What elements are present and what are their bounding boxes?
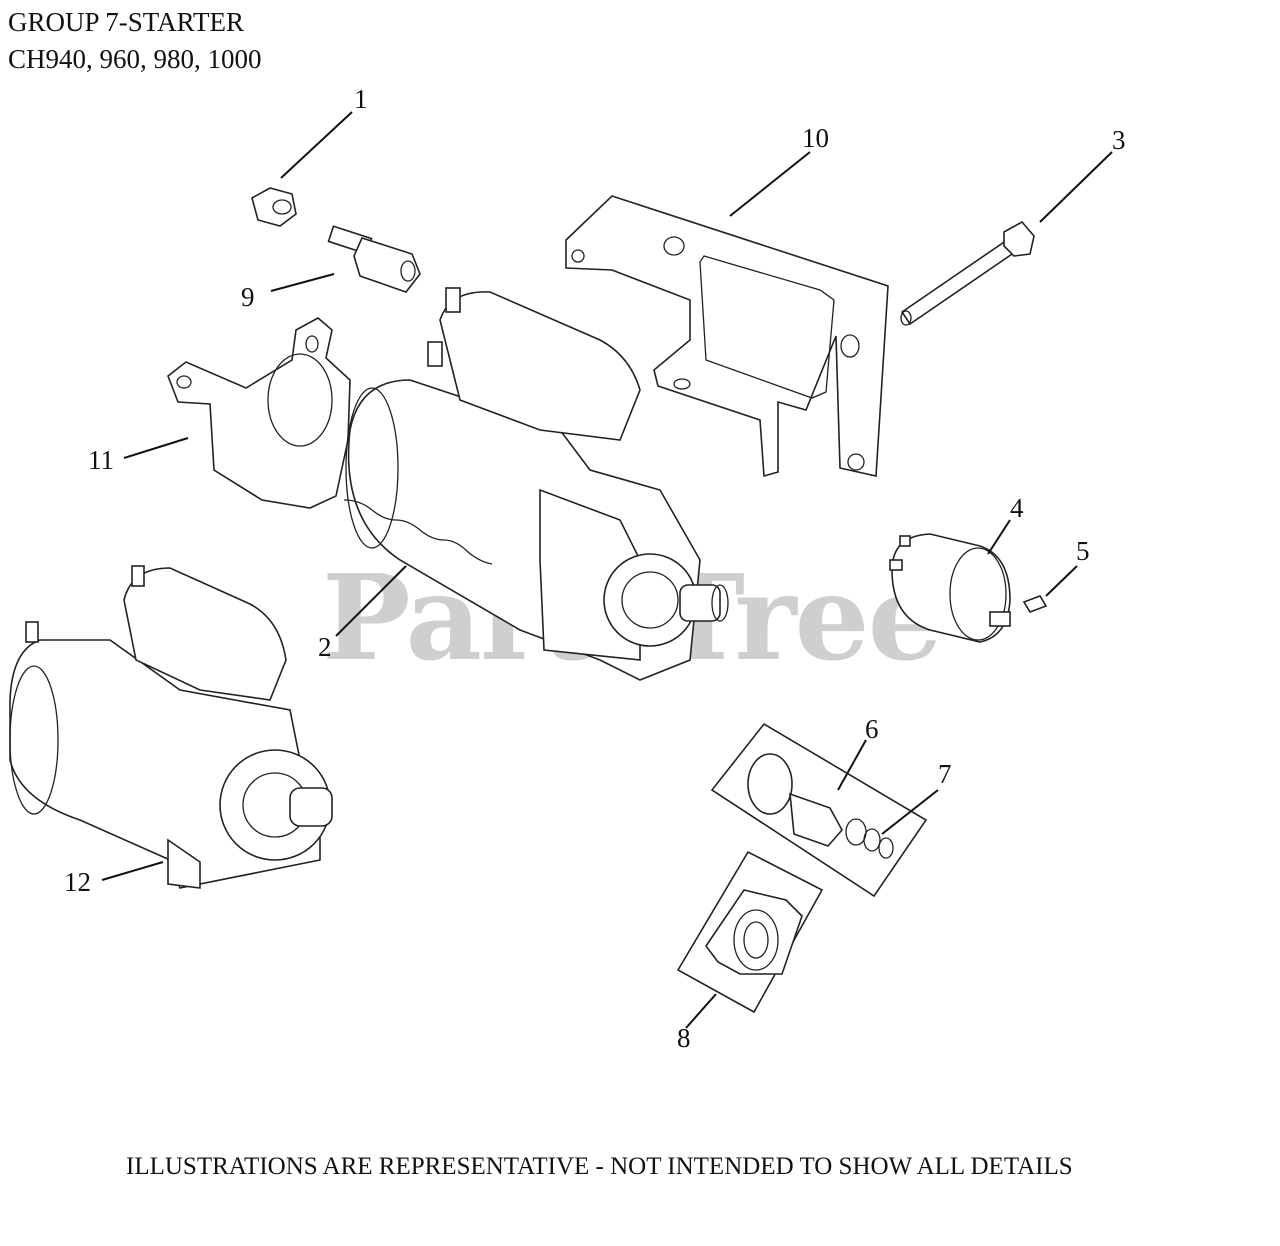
model-list: CH940, 960, 980, 1000 xyxy=(8,44,262,74)
part-8-gear-kit[interactable] xyxy=(676,850,824,1014)
part-5-pin[interactable] xyxy=(1022,595,1048,613)
part-12-starter-assembly[interactable] xyxy=(9,565,333,889)
callout-8[interactable]: 8 xyxy=(677,1023,691,1053)
callout-4[interactable]: 4 xyxy=(1010,493,1024,523)
callout-12[interactable]: 12 xyxy=(64,867,91,897)
part-11-plate[interactable] xyxy=(167,317,351,509)
part-3-bolt[interactable] xyxy=(900,220,1035,326)
diagram-title: GROUP 7-STARTER xyxy=(8,7,244,37)
callout-7[interactable]: 7 xyxy=(938,759,952,789)
callout-2[interactable]: 2 xyxy=(318,632,332,662)
callout-11[interactable]: 11 xyxy=(88,445,114,475)
callout-6[interactable]: 6 xyxy=(865,714,879,744)
part-6-drive-kit[interactable] xyxy=(710,722,928,898)
part-9-stud[interactable] xyxy=(327,225,421,293)
callout-1[interactable]: 1 xyxy=(354,84,368,114)
part-2-starter[interactable] xyxy=(343,287,729,681)
part-4-solenoid[interactable] xyxy=(889,533,1011,643)
callout-10[interactable]: 10 xyxy=(802,123,829,153)
part-1-nut[interactable] xyxy=(251,187,297,227)
callout-9[interactable]: 9 xyxy=(241,282,255,312)
part-10-bracket[interactable] xyxy=(565,195,889,478)
callout-3[interactable]: 3 xyxy=(1112,125,1126,155)
footer-note: ILLUSTRATIONS ARE REPRESENTATIVE - NOT I… xyxy=(126,1153,1073,1180)
callout-5[interactable]: 5 xyxy=(1076,536,1090,566)
